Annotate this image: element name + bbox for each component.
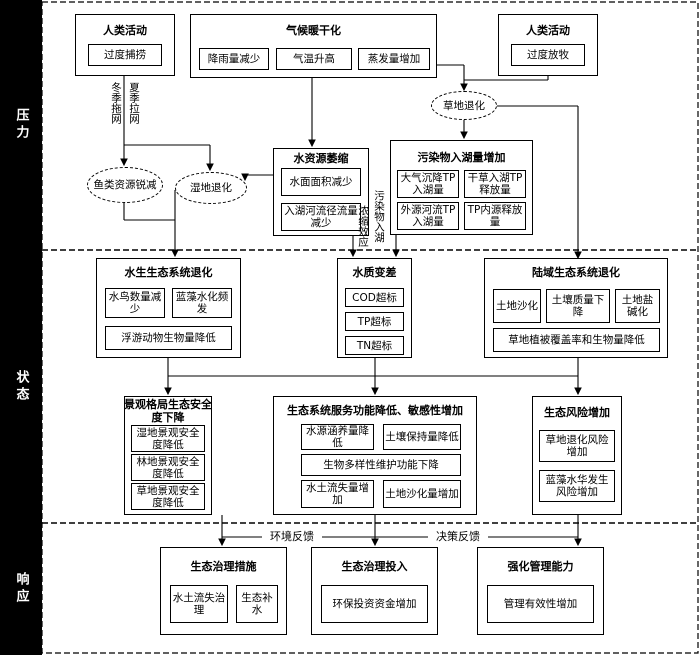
wetland-degradation-oval: 湿地退化 <box>175 172 247 204</box>
climate-item: 气温升高 <box>276 48 352 70</box>
investment-item: 环保投资资金增加 <box>321 585 428 623</box>
service-item: 水土流失量增加 <box>301 480 374 508</box>
climate-item: 降雨量减少 <box>199 48 269 70</box>
water-quality-item: TN超标 <box>345 336 404 355</box>
climate-item: 蒸发量增加 <box>358 48 430 70</box>
risk-item: 蓝藻水华发生风险增加 <box>539 470 615 502</box>
water-shrink-title: 水资源萎缩 <box>293 152 349 165</box>
aquatic-title: 水生生态系统退化 <box>124 266 213 279</box>
water-quality-item: TP超标 <box>345 312 404 331</box>
service-item: 土壤保持量降低 <box>383 424 461 450</box>
water-shrink-item: 水面面积减少 <box>281 168 361 196</box>
overfishing-item: 过度捕捞 <box>88 44 162 66</box>
aquatic-item: 浮游动物生物量降低 <box>105 326 232 350</box>
investment-title: 生态治理投入 <box>341 560 408 573</box>
aquatic-item: 水鸟数量减少 <box>105 288 165 318</box>
landscape-title: 景观格局生态安全度下降 <box>124 398 212 424</box>
section-label-state: 状态 <box>0 250 42 523</box>
policy-feedback-label: 决策反馈 <box>428 530 488 543</box>
management-item: 管理有效性增加 <box>487 585 594 623</box>
water-quality-title: 水质变差 <box>352 266 397 279</box>
land-item: 土地沙化 <box>493 289 541 323</box>
measures-title: 生态治理措施 <box>190 560 257 573</box>
human-activity-right-title: 人类活动 <box>526 24 570 37</box>
concentration-effect-label: 浓缩效应 <box>357 205 369 247</box>
land-title: 陆域生态系统退化 <box>532 266 620 279</box>
pollutant-item: 外源河流TP入湖量 <box>397 202 459 230</box>
measures-item: 生态补水 <box>236 585 278 623</box>
land-item: 土壤质量下降 <box>546 289 610 323</box>
measures-item: 水土流失治理 <box>170 585 228 623</box>
pollutant-item: 大气沉降TP入湖量 <box>397 170 459 198</box>
land-item: 草地植被覆盖率和生物量降低 <box>493 328 660 352</box>
human-activity-left-title: 人类活动 <box>103 24 147 37</box>
service-item: 土地沙化量增加 <box>383 480 461 508</box>
grassland-degradation-oval: 草地退化 <box>431 91 497 120</box>
management-title: 强化管理能力 <box>507 560 574 573</box>
summer-seine-label: 夏季拉网 <box>128 82 140 124</box>
section-label-pressure: 压力 <box>0 0 42 250</box>
winter-trawl-label: 冬季拖网 <box>110 82 122 124</box>
landscape-item: 林地景观安全度降低 <box>131 454 205 481</box>
aquatic-item: 蓝藻水化频发 <box>172 288 232 318</box>
water-shrink-item: 入湖河流径流量减少 <box>281 203 361 231</box>
service-item: 生物多样性维护功能下降 <box>301 454 461 476</box>
landscape-item: 湿地景观安全度降低 <box>131 425 205 452</box>
service-item: 水源涵养量降低 <box>301 424 374 450</box>
pollutant-title: 污染物入湖量增加 <box>417 151 506 164</box>
service-title: 生态系统服务功能降低、敏感性增加 <box>287 404 463 417</box>
climate-title: 气候暖干化 <box>286 24 341 37</box>
land-item: 土地盐碱化 <box>615 289 660 323</box>
pollutant-item: 干草入湖TP释放量 <box>464 170 526 198</box>
pollutant-item: TP内源释放量 <box>464 202 526 230</box>
fish-resource-decline-oval: 鱼类资源锐减 <box>87 167 163 203</box>
section-label-response: 响应 <box>0 523 42 655</box>
risk-item: 草地退化风险增加 <box>539 430 615 462</box>
landscape-item: 草地景观安全度降低 <box>131 483 205 510</box>
pollutant-inflow-label: 污染物入湖 <box>373 190 385 243</box>
water-quality-item: COD超标 <box>345 288 404 307</box>
overgrazing-item: 过度放牧 <box>511 44 585 66</box>
environment-feedback-label: 环境反馈 <box>262 530 322 543</box>
risk-title: 生态风险增加 <box>544 406 610 419</box>
